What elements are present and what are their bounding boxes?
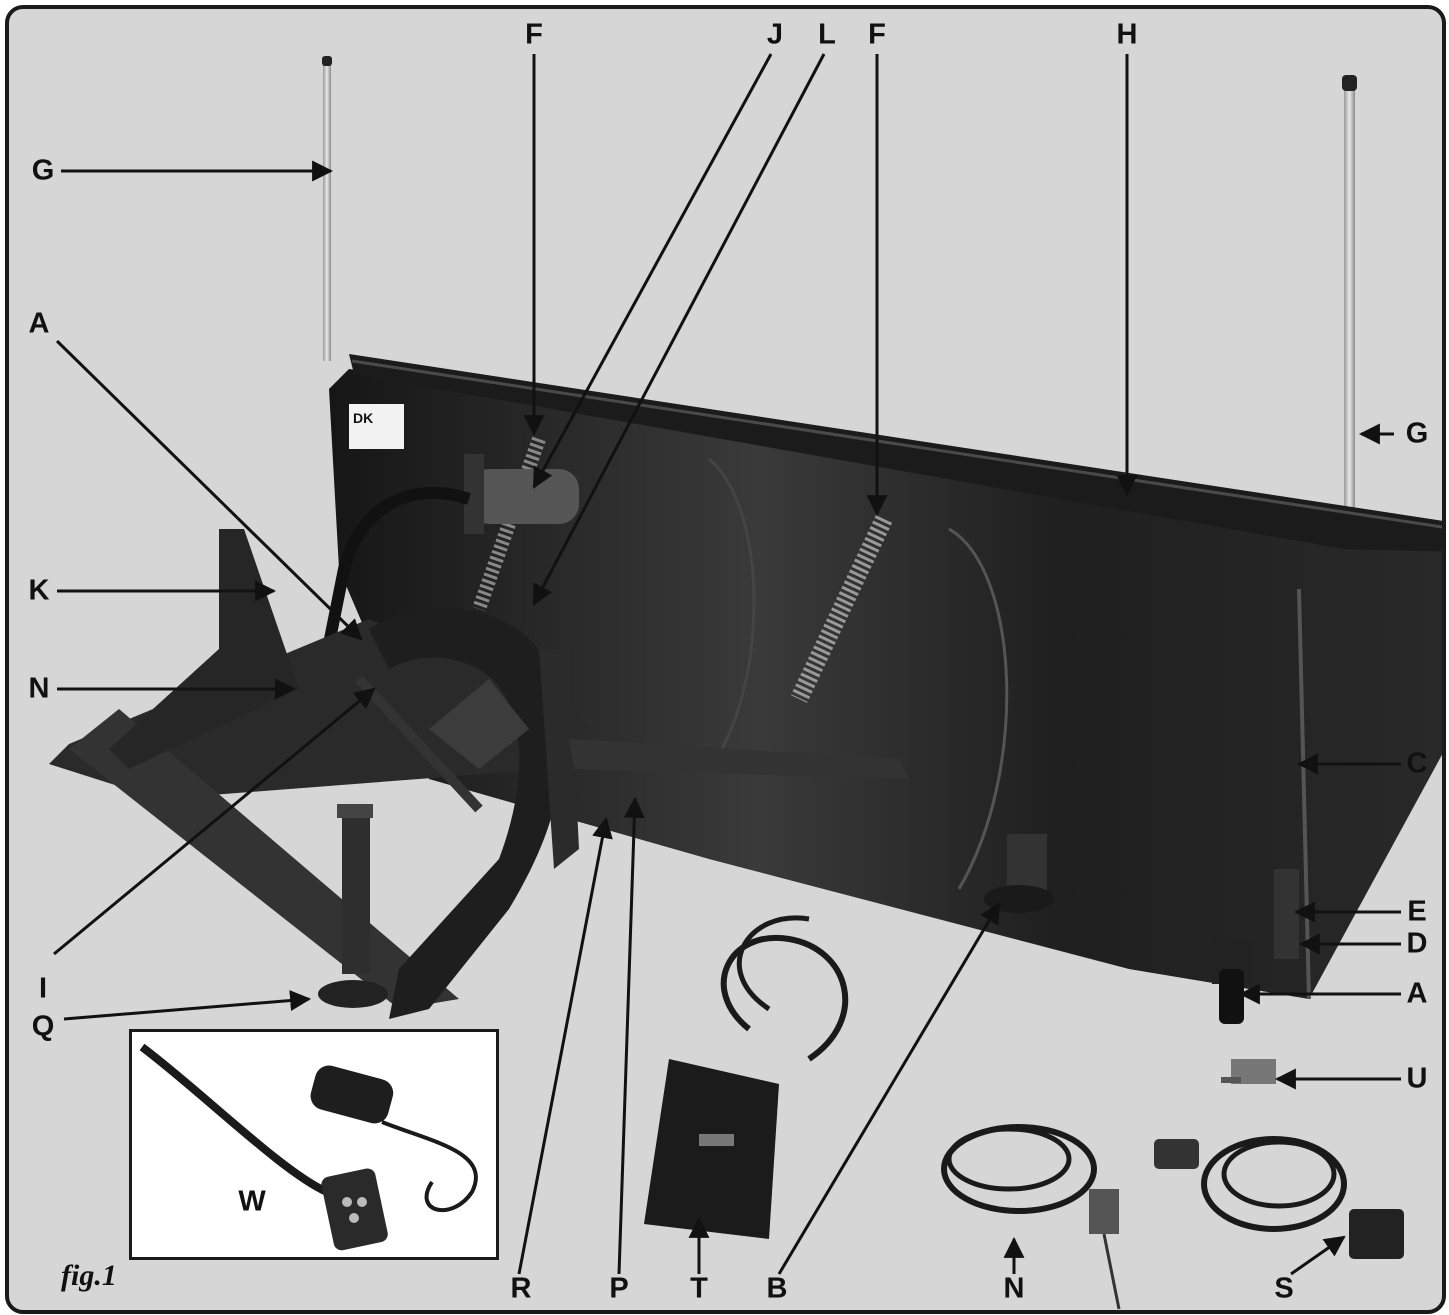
callout-j: J — [766, 18, 784, 51]
callout-i: I — [38, 972, 48, 1005]
callout-k: K — [28, 574, 50, 607]
marker-pole-left — [322, 56, 332, 361]
callout-n-left: N — [28, 672, 50, 705]
callout-a-left: A — [28, 307, 50, 340]
callout-b: B — [766, 1272, 788, 1305]
callout-w: W — [238, 1185, 266, 1218]
callout-t: T — [690, 1272, 708, 1305]
plow-blade: DK — [329, 354, 1442, 1024]
callout-r: R — [510, 1272, 532, 1305]
figure-label: fig.1 — [61, 1259, 117, 1292]
callout-a-right: A — [1406, 977, 1428, 1010]
callout-n-bottom: N — [1003, 1272, 1025, 1305]
jack-stand — [318, 804, 388, 1008]
circuit-breaker — [1221, 1059, 1276, 1084]
snow-plow-illustration: DK — [49, 53, 1442, 1310]
leader-lines — [53, 53, 1401, 1276]
wiring-harness — [941, 1124, 1121, 1310]
callout-f-right: F — [868, 18, 886, 51]
callout-u: U — [1406, 1062, 1428, 1095]
marker-pole-right — [1339, 75, 1359, 554]
svg-text:DK: DK — [353, 410, 373, 426]
callout-q: Q — [31, 1010, 55, 1043]
callout-h: H — [1116, 18, 1138, 51]
callout-g-left: G — [31, 154, 55, 187]
callout-s: S — [1274, 1272, 1294, 1305]
remote-control-illustration — [139, 1043, 478, 1251]
callout-l: L — [818, 18, 836, 51]
callout-d: D — [1406, 927, 1428, 960]
switch-harness — [1154, 1136, 1404, 1259]
callout-p: P — [609, 1272, 629, 1305]
callout-f-left: F — [525, 18, 543, 51]
callout-c: C — [1406, 747, 1428, 780]
control-box — [644, 915, 849, 1239]
remote-inset — [129, 1029, 499, 1260]
skid-shoe — [984, 834, 1054, 913]
callout-e: E — [1407, 895, 1427, 928]
callout-g-right: G — [1405, 417, 1429, 450]
figure-frame: DK — [5, 5, 1446, 1314]
